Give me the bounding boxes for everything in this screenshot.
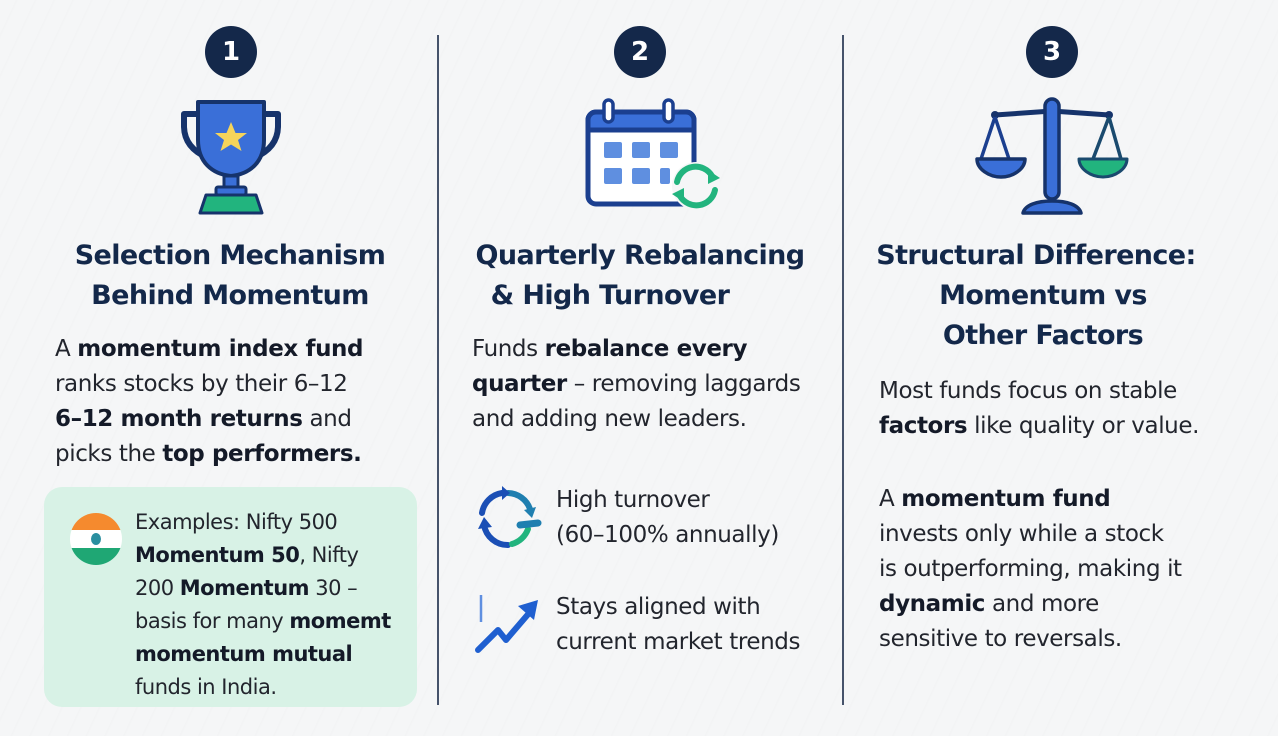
feature-line: current market trends — [556, 629, 801, 655]
feature-line: High turnover — [556, 487, 710, 513]
text-run: , Nifty — [299, 543, 359, 567]
text-line: Most funds focus on stable — [879, 374, 1259, 409]
emphasis-text: dynamic — [879, 591, 986, 617]
text-run: invests only while a stock — [879, 521, 1164, 547]
emphasis-text: momemt — [289, 609, 391, 633]
text-run: sensitive to reversals. — [879, 626, 1122, 652]
step-number-badge: 3 — [1026, 26, 1078, 78]
emphasis-text: Momentum 50 — [135, 543, 300, 567]
column-title: Structural Difference: Momentum vs Other… — [850, 236, 1250, 356]
text-line: Funds rebalance every — [472, 332, 837, 367]
text-line: and adding new leaders. — [472, 402, 837, 437]
emphasis-text: rebalance every — [544, 336, 748, 362]
text-run: A — [879, 486, 902, 512]
column-divider-1 — [437, 35, 439, 705]
text-line: is outperforming, making it — [879, 552, 1259, 587]
text-run: ranks stocks by their 6–12 — [55, 371, 348, 397]
step-number-badge: 1 — [205, 26, 257, 78]
text-run: 200 — [135, 576, 180, 600]
text-run: and — [302, 406, 352, 432]
emphasis-text: momentum mutual — [135, 642, 353, 666]
balance-scale-icon — [975, 97, 1129, 215]
text-line: invests only while a stock — [879, 517, 1259, 552]
column-title: Selection Mechanism Behind Momentum — [20, 236, 440, 316]
text-line: ranks stocks by their 6–12 — [55, 367, 425, 402]
text-line: basis for many momemt — [135, 605, 410, 638]
text-line: picks the top performers. — [55, 437, 425, 472]
title-line: Behind Momentum — [91, 280, 369, 311]
text-run: and adding new leaders. — [472, 406, 747, 432]
text-run: Funds — [472, 336, 545, 362]
text-run: is outperforming, making it — [879, 556, 1182, 582]
text-line: factors like quality or value. — [879, 409, 1259, 444]
emphasis-text: Momentum — [179, 576, 310, 600]
text-line: momentum mutual — [135, 638, 410, 671]
text-line: funds in India. — [135, 671, 410, 704]
column-description: A momentum index fund ranks stocks by the… — [55, 332, 425, 472]
trophy-icon — [178, 98, 284, 216]
text-run: A — [55, 336, 78, 362]
text-run: picks the — [55, 441, 163, 467]
text-run: basis for many — [135, 609, 290, 633]
emphasis-text: momentum fund — [901, 486, 1111, 512]
step-number-badge: 2 — [614, 26, 666, 78]
emphasis-text: top performers. — [162, 441, 362, 467]
emphasis-text: quarter — [472, 371, 567, 397]
text-line: dynamic and more — [879, 587, 1259, 622]
text-run: funds in India. — [135, 675, 277, 699]
cycle-arrows-icon — [472, 483, 542, 553]
text-run: 30 – — [309, 576, 358, 600]
emphasis-text: momentum index fund — [77, 336, 364, 362]
text-line: A momentum fund — [879, 482, 1259, 517]
text-line: 200 Momentum 30 – — [135, 572, 410, 605]
feature-line: Stays aligned with — [556, 594, 761, 620]
column-title: Quarterly Rebalancing & High Turnover — [445, 236, 835, 316]
text-run: – removing laggards — [566, 371, 801, 397]
text-run: and more — [985, 591, 1099, 617]
calendar-refresh-icon — [584, 98, 726, 216]
feature-high-turnover: High turnover (60–100% annually) — [472, 483, 779, 553]
text-line: 6–12 month returns and — [55, 402, 425, 437]
text-run: Examples: Nifty 500 — [135, 510, 338, 534]
title-line: & High Turnover — [490, 280, 730, 311]
column-divider-2 — [842, 35, 844, 705]
title-line: Structural Difference: — [876, 240, 1196, 271]
india-flag-icon — [70, 513, 122, 565]
emphasis-text: 6–12 month returns — [55, 406, 303, 432]
text-line: Momentum 50, Nifty — [135, 539, 410, 572]
momentum-fund-description: A momentum fund invests only while a stoc… — [879, 482, 1259, 657]
text-run: Most funds focus on stable — [879, 378, 1177, 404]
feature-line: (60–100% annually) — [556, 522, 779, 548]
title-line: Selection Mechanism — [74, 240, 386, 271]
text-run: like quality or value. — [967, 413, 1200, 439]
emphasis-text: factors — [879, 413, 968, 439]
trend-up-icon — [472, 590, 542, 660]
title-line: Quarterly Rebalancing — [475, 240, 805, 271]
column-description: Most funds focus on stable factors like q… — [879, 374, 1259, 444]
title-line: Other Factors — [942, 320, 1144, 351]
feature-market-trends: Stays aligned with current market trends — [472, 590, 801, 660]
text-line: sensitive to reversals. — [879, 622, 1259, 657]
title-line: Momentum vs — [939, 280, 1147, 311]
text-line: Examples: Nifty 500 — [135, 506, 410, 539]
text-line: quarter – removing laggards — [472, 367, 837, 402]
text-line: A momentum index fund — [55, 332, 425, 367]
